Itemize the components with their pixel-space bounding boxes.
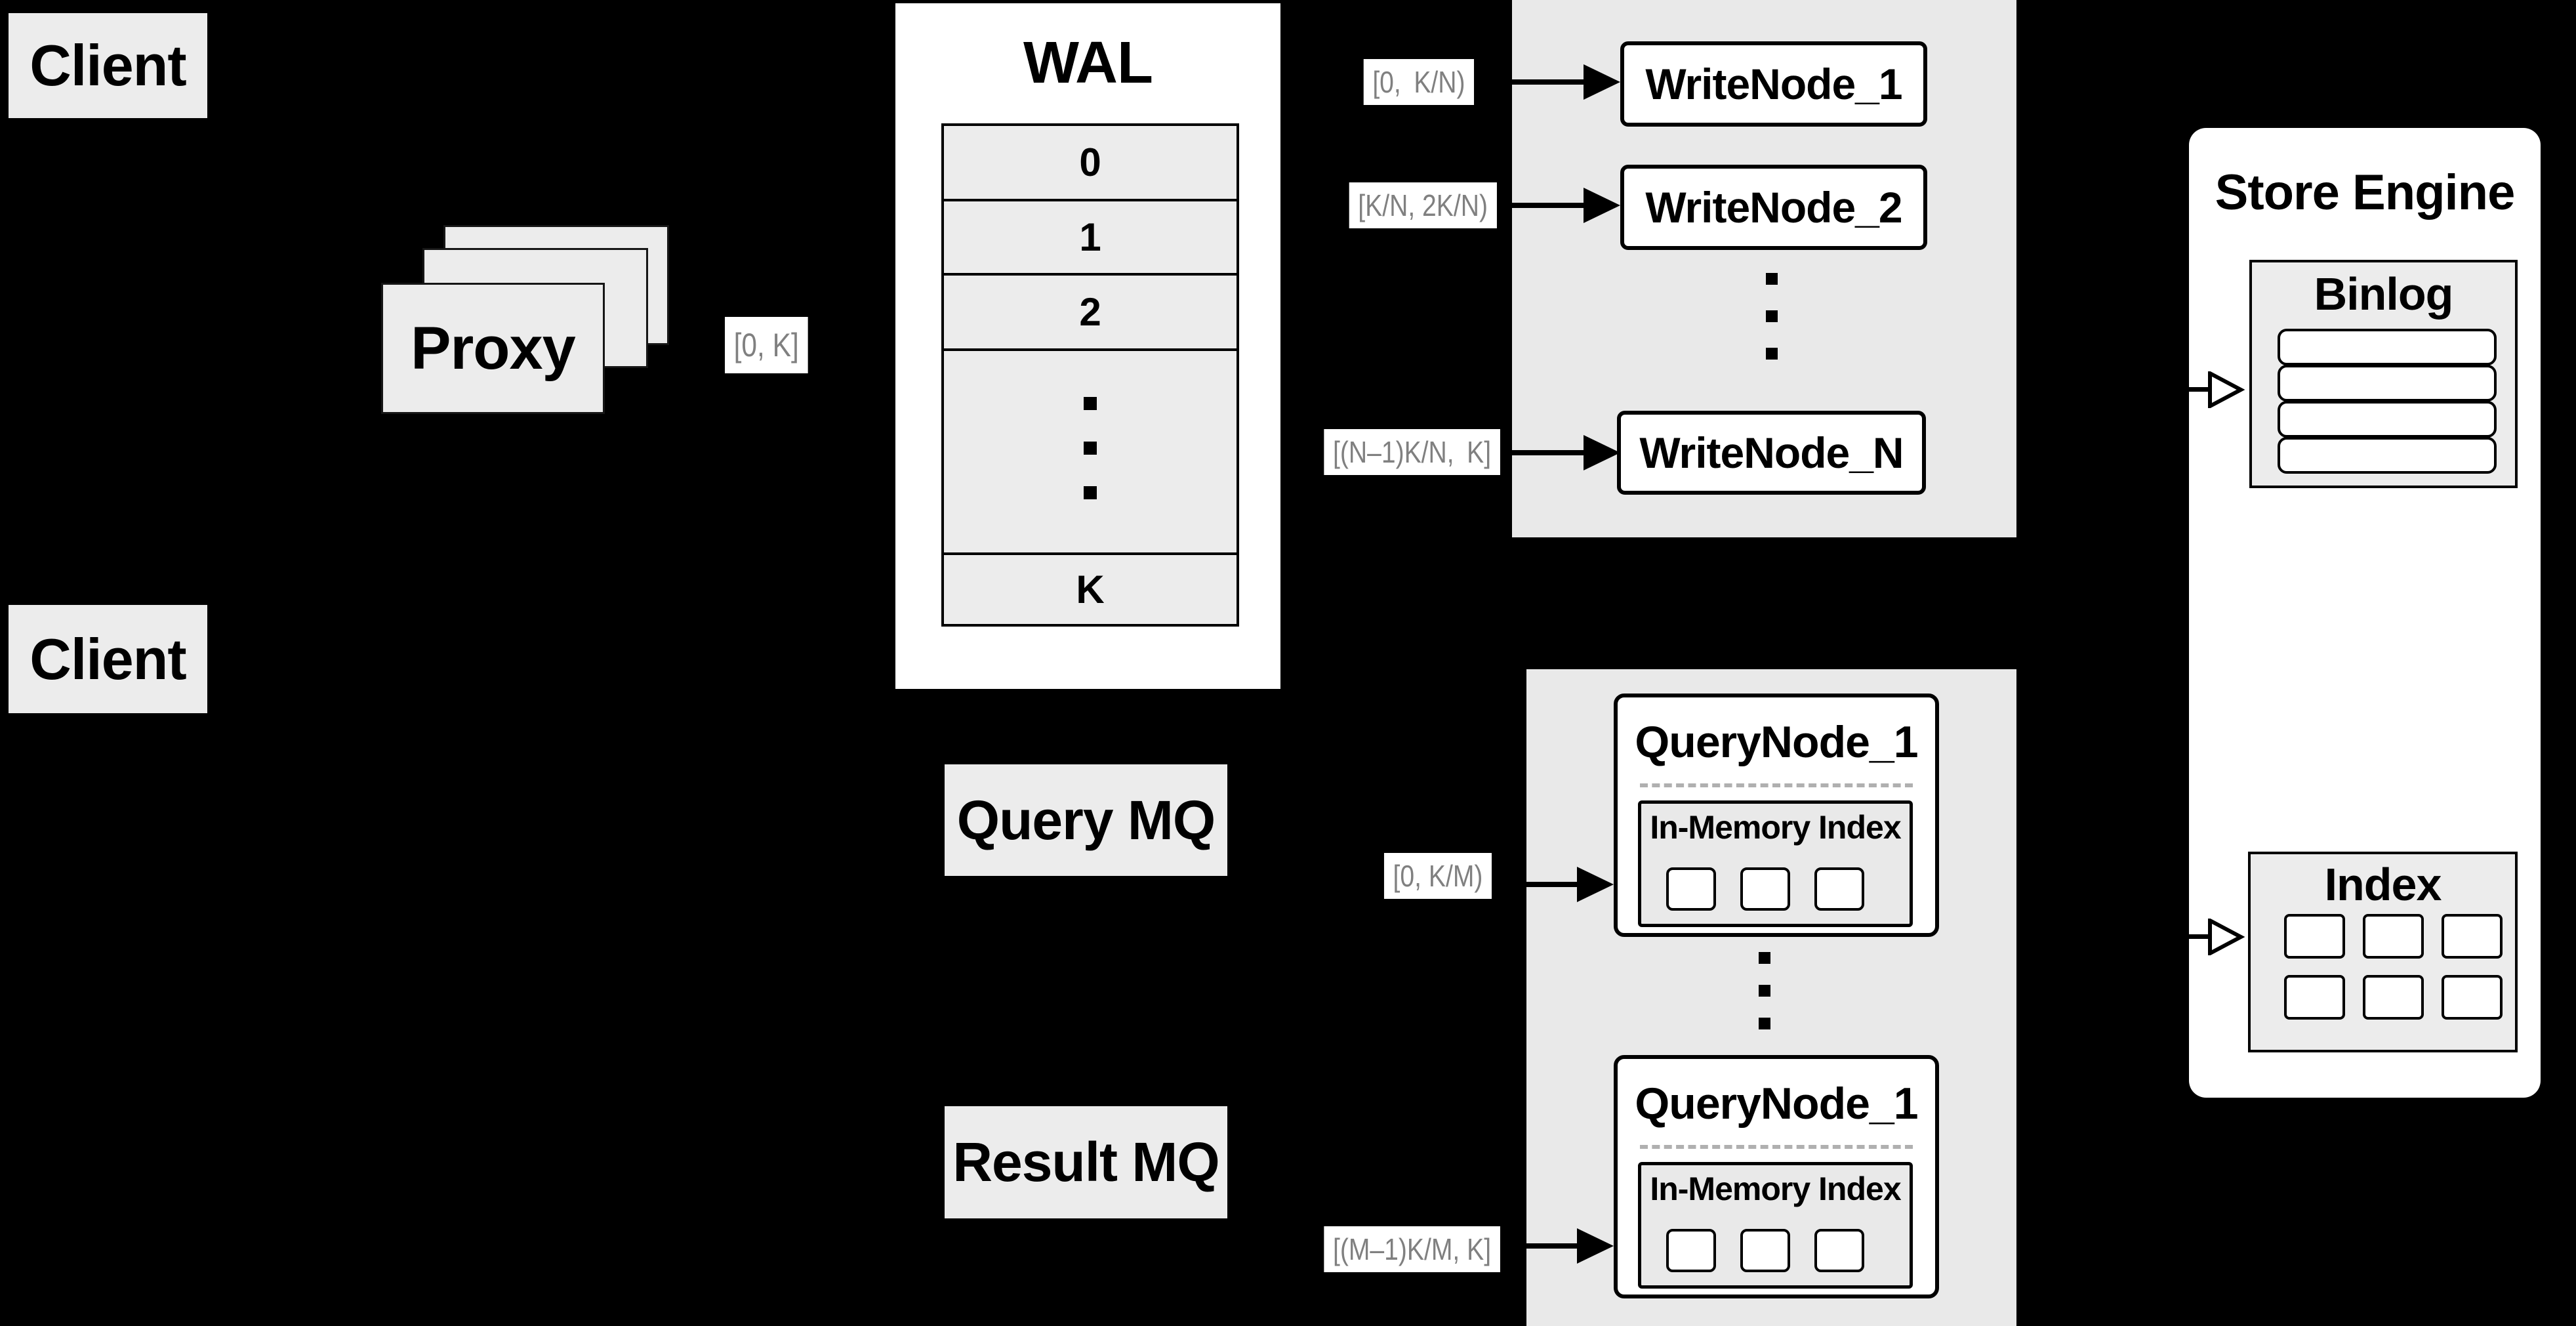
index-cell (2284, 975, 2345, 1020)
query-node-1-divider (1640, 783, 1913, 787)
index-segment (1666, 1229, 1716, 1272)
query-mq-box: Query MQ (945, 764, 1227, 876)
index-segment (1666, 867, 1716, 911)
write-node-1: WriteNode_1 (1620, 41, 1927, 127)
arrow-head-icon (1577, 867, 1614, 902)
wal-row-0: 0 (944, 126, 1237, 201)
wal-row-k: K (1076, 568, 1105, 611)
binlog-row (2278, 437, 2497, 474)
query-node-2-divider (1640, 1145, 1913, 1149)
vertical-ellipsis-icon (1084, 397, 1097, 499)
query-node-2-title: QueryNode_1 (1635, 1079, 1918, 1129)
client-box-bottom: Client (9, 605, 207, 713)
index-segment (1740, 867, 1790, 911)
store-engine-title: Store Engine (2215, 165, 2516, 220)
arrow-shaft (2162, 934, 2217, 939)
index-segment (1740, 1229, 1790, 1272)
arrow-head-icon (1577, 1228, 1614, 1264)
arrow-head-icon (1584, 64, 1620, 100)
client-box-top: Client (9, 13, 207, 118)
write-range-label-1: [0, K/N) (1363, 59, 1474, 105)
index-cell (2442, 975, 2503, 1020)
index-segment (1814, 867, 1864, 911)
query-node-1-title: QueryNode_1 (1635, 717, 1918, 767)
binlog-row (2278, 329, 2497, 365)
arrow-shaft (1499, 203, 1586, 208)
arrow-shaft (1476, 79, 1586, 85)
write-node-n: WriteNode_N (1617, 411, 1926, 495)
proxy-output-range-label: [0, K] (725, 317, 808, 373)
wal-row-2: 2 (944, 276, 1237, 351)
proxy-card-front: Proxy (381, 283, 605, 414)
wal-row-1: 1 (944, 201, 1237, 276)
query-range-label-2: [(M–1)K/M, K] (1324, 1226, 1500, 1272)
in-memory-index-box-2 (1638, 1162, 1913, 1289)
result-mq-box: Result MQ (945, 1106, 1227, 1218)
write-range-label-2: [K/N, 2K/N) (1349, 182, 1497, 228)
index-cell (2442, 914, 2503, 959)
index-cell (2363, 975, 2424, 1020)
binlog-row (2278, 365, 2497, 402)
arrow-head-icon (1584, 435, 1620, 470)
write-range-label-n: [(N–1)K/N, K] (1324, 429, 1500, 475)
in-memory-index-title-1: In-Memory Index (1650, 809, 1901, 846)
arrow-shaft (2162, 387, 2217, 392)
wal-row-ellipsis (944, 351, 1237, 555)
query-range-label-1: [0, K/M) (1383, 853, 1492, 899)
in-memory-index-title-2: In-Memory Index (1650, 1171, 1901, 1207)
arrow-shaft (1502, 450, 1586, 455)
index-title: Index (2324, 859, 2442, 910)
index-cell (2363, 914, 2424, 959)
wal-title: WAL (1023, 30, 1153, 96)
open-arrow-head-icon (2208, 371, 2245, 408)
index-cell (2284, 914, 2345, 959)
binlog-row (2278, 401, 2497, 438)
write-node-2: WriteNode_2 (1620, 165, 1927, 250)
write-nodes-ellipsis-icon (1766, 273, 1778, 360)
arrow-head-icon (1584, 188, 1620, 223)
arrow-shaft (1502, 1243, 1580, 1249)
wal-log-table: 0 1 2 K (941, 123, 1239, 627)
index-segment (1814, 1229, 1864, 1272)
arrow-shaft (1494, 882, 1580, 887)
binlog-title: Binlog (2314, 268, 2454, 320)
query-nodes-ellipsis-icon (1759, 952, 1770, 1029)
open-arrow-head-icon (2208, 919, 2245, 955)
